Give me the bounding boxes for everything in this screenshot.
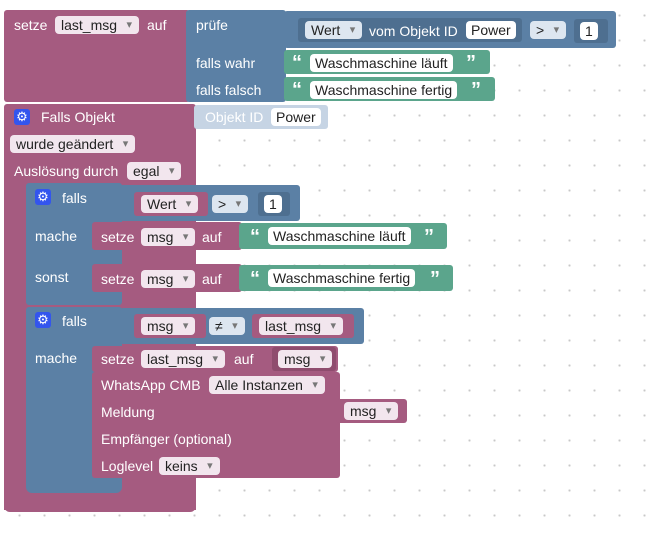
sonst-label: sonst [35,269,69,285]
setze-label: setze [101,229,135,245]
objekt-id-label: Objekt ID [205,109,264,125]
object-id-field[interactable]: Power [466,21,516,39]
auf-label: auf [234,351,254,367]
close-quote-icon: ” [430,268,440,290]
open-quote-icon: “ [250,226,260,248]
auf-label: auf [202,271,222,287]
text-field-false[interactable]: Waschmaschine fertig [268,269,416,287]
trigger-block-footer [4,494,196,510]
number-field[interactable]: 1 [580,22,598,40]
falls-label: falls [62,190,87,206]
gear-icon[interactable]: ⚙ [14,109,30,125]
text-field-false[interactable]: Waschmaschine fertig [310,81,458,99]
close-quote-icon: ” [471,79,481,101]
mache-label: mache [35,228,78,244]
falls-falsch-label: falls falsch [196,82,262,98]
operator-dropdown[interactable]: > [530,21,567,39]
operator-dropdown[interactable]: > [212,195,249,213]
open-quote-icon: “ [292,79,302,101]
setze-label: setze [101,271,135,287]
wert-var-dropdown[interactable]: Wert [141,195,199,213]
last-msg-var-dropdown[interactable]: last_msg [259,317,344,335]
msg-var-dropdown[interactable]: msg [141,228,196,246]
last-msg-var-dropdown[interactable]: last_msg [141,350,226,368]
falls-wahr-label: falls wahr [196,55,256,71]
setze-label: setze [14,17,48,33]
whatsapp-label: WhatsApp CMB [101,377,201,393]
auf-label: auf [202,229,222,245]
var-dropdown-last-msg[interactable]: last_msg [55,16,140,34]
operator-dropdown[interactable]: ≠ [209,317,245,335]
loglevel-label: Loglevel [101,458,154,474]
setze-label: setze [101,351,135,367]
msg-var-dropdown[interactable]: msg [344,402,399,420]
loglevel-dropdown[interactable]: keins [159,457,220,475]
instance-dropdown[interactable]: Alle Instanzen [209,376,325,394]
text-field-true[interactable]: Waschmaschine läuft [310,54,453,72]
gear-icon[interactable]: ⚙ [35,189,51,205]
open-quote-icon: “ [250,268,260,290]
number-field[interactable]: 1 [264,195,282,213]
changed-dropdown[interactable]: wurde geändert [10,135,136,153]
empfaenger-label: Empfänger (optional) [101,431,232,447]
falls-label: falls [62,313,87,329]
pruefe-label: prüfe [196,17,228,33]
msg-var-dropdown[interactable]: msg [141,270,196,288]
text-field-true[interactable]: Waschmaschine läuft [268,227,411,245]
meldung-label: Meldung [101,404,155,420]
msg-var-dropdown[interactable]: msg [141,317,196,335]
open-quote-icon: “ [292,52,302,74]
close-quote-icon: ” [424,226,434,248]
ausloesung-dropdown[interactable]: egal [127,162,182,180]
ausloesung-label: Auslösung durch [14,163,119,179]
ternary-block[interactable] [186,10,286,102]
objekt-id-value[interactable]: Power [271,108,321,126]
mache-label: mache [35,350,78,366]
vom-objekt-label: vom Objekt ID [369,23,458,39]
msg-var-dropdown[interactable]: msg [278,350,333,368]
auf-label: auf [147,17,167,33]
close-quote-icon: ” [466,52,476,74]
trigger-title: Falls Objekt [41,109,115,125]
gear-icon[interactable]: ⚙ [35,312,51,328]
wert-dropdown[interactable]: Wert [305,21,363,39]
